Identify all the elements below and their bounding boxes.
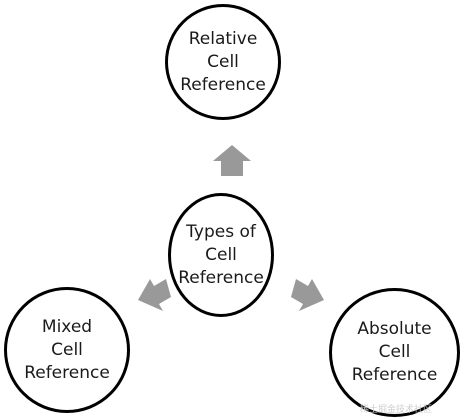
node-label-line: Reference — [178, 267, 264, 288]
relative-cell-reference-node: Relative Cell Reference — [165, 4, 281, 120]
node-label-line: Reference — [351, 365, 438, 385]
arrow-up — [213, 145, 251, 176]
node-label-line: Cell — [205, 244, 237, 265]
absolute-cell-reference-node: Absolute Cell Reference — [329, 288, 460, 417]
node-label-line: Reference — [180, 74, 266, 95]
node-label-line: Absolute — [357, 319, 432, 339]
node-label-line: Relative — [188, 28, 258, 49]
arrow-down-right — [291, 279, 324, 311]
node-label-line: Cell — [378, 342, 411, 362]
node-label-line: Mixed — [41, 316, 93, 337]
arrow-down-left — [138, 279, 171, 311]
mixed-cell-reference-node: Mixed Cell Reference — [4, 287, 130, 413]
node-label-line: Cell — [207, 51, 239, 72]
node-label-line: Types of — [186, 221, 256, 242]
types-of-cell-reference-node: Types of Cell Reference — [168, 193, 274, 317]
watermark-text: 稀土掘金技术社区 — [360, 405, 433, 415]
node-label-line: Reference — [24, 362, 110, 383]
node-label-line: Cell — [51, 339, 83, 360]
